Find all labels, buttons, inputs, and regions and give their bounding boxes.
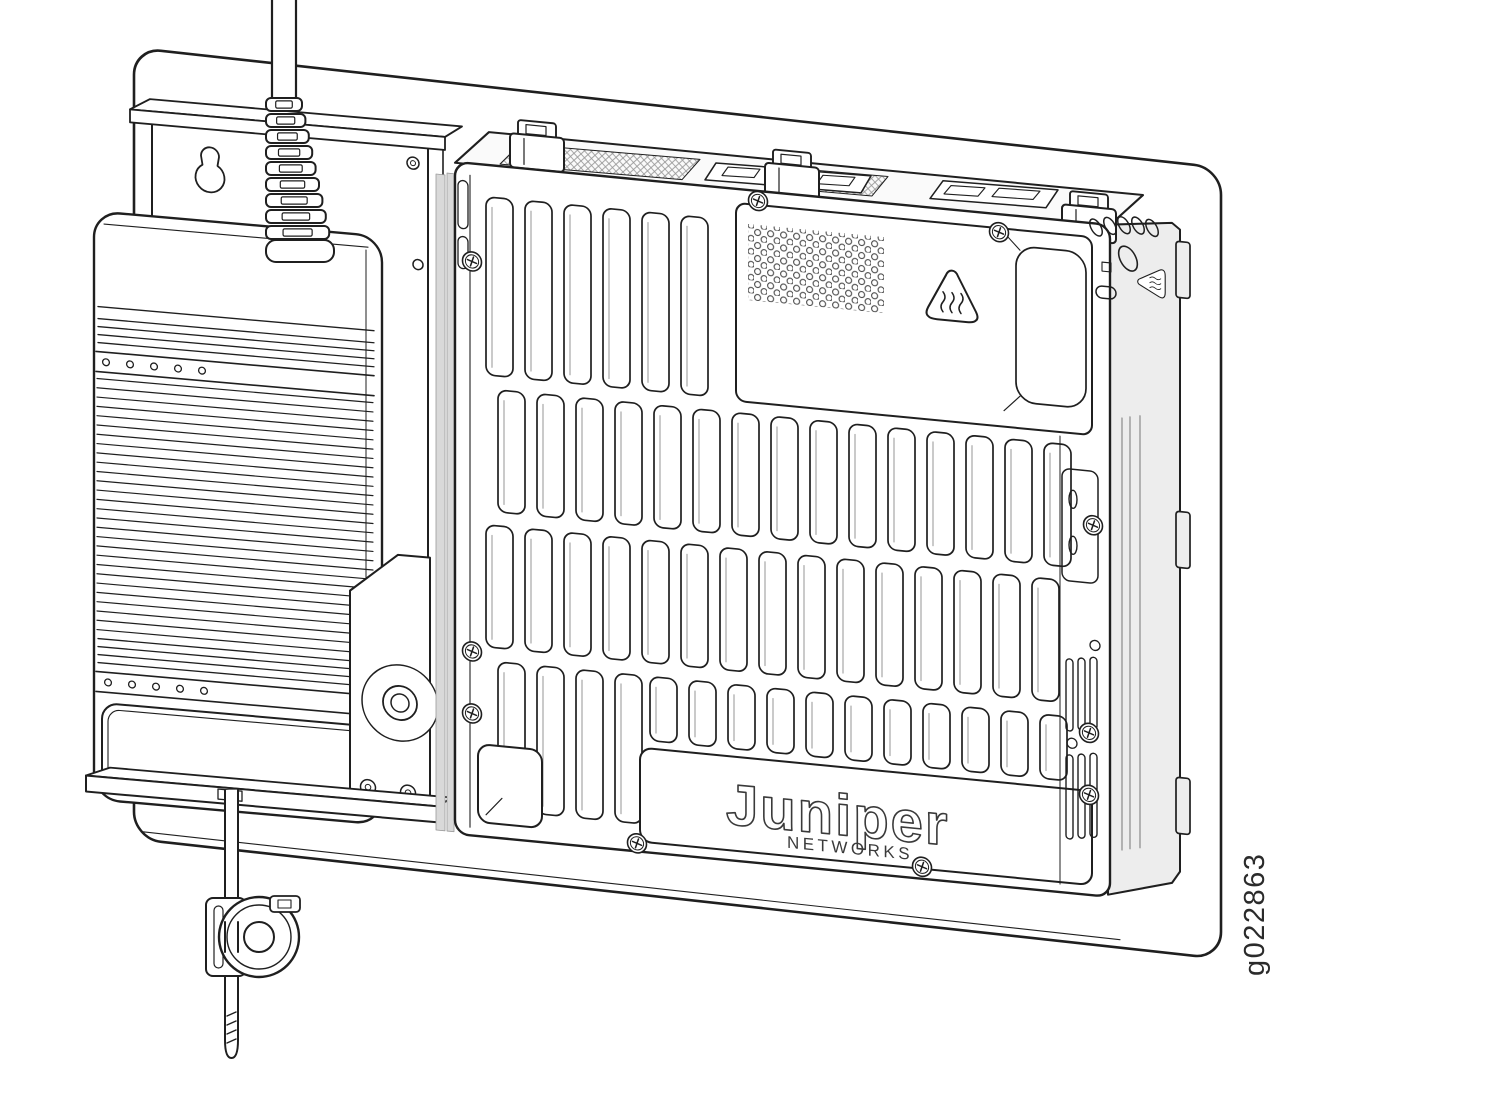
- fin-row-4-right: [649, 676, 1068, 781]
- fin-row-2: [497, 389, 1072, 568]
- fin-row-4-left: [497, 661, 643, 824]
- power-adapter: [92, 212, 384, 824]
- bracket-side-panel: [85, 553, 453, 824]
- keyhole-slot: [194, 146, 226, 194]
- vent-perforations: [748, 224, 884, 314]
- mounting-tab: [509, 119, 565, 173]
- adapter-vent-holes-bottom: [103, 678, 209, 695]
- power-cable: [270, 0, 298, 108]
- perforated-vent-panel: [735, 202, 1093, 436]
- cable-strain-relief: [265, 97, 335, 263]
- cable-clamp: [205, 895, 301, 979]
- device-top-right-corner: [1089, 215, 1166, 300]
- fin-row-3: [485, 524, 1060, 702]
- figure-id-label: g022863: [1239, 853, 1271, 976]
- svg-text:g022863: g022863: [1239, 853, 1271, 976]
- services-gateway-device: Juniper NETWORKS: [435, 119, 1191, 897]
- heatsink-fins: [485, 196, 1072, 824]
- clamp-latch: [269, 895, 301, 913]
- device-side-panel: [1107, 221, 1191, 896]
- adapter-vent-holes-top: [101, 358, 207, 375]
- fin-row-1: [485, 196, 709, 397]
- juniper-logo-panel: Juniper NETWORKS: [639, 747, 1093, 886]
- adapter-ribs: [96, 377, 374, 655]
